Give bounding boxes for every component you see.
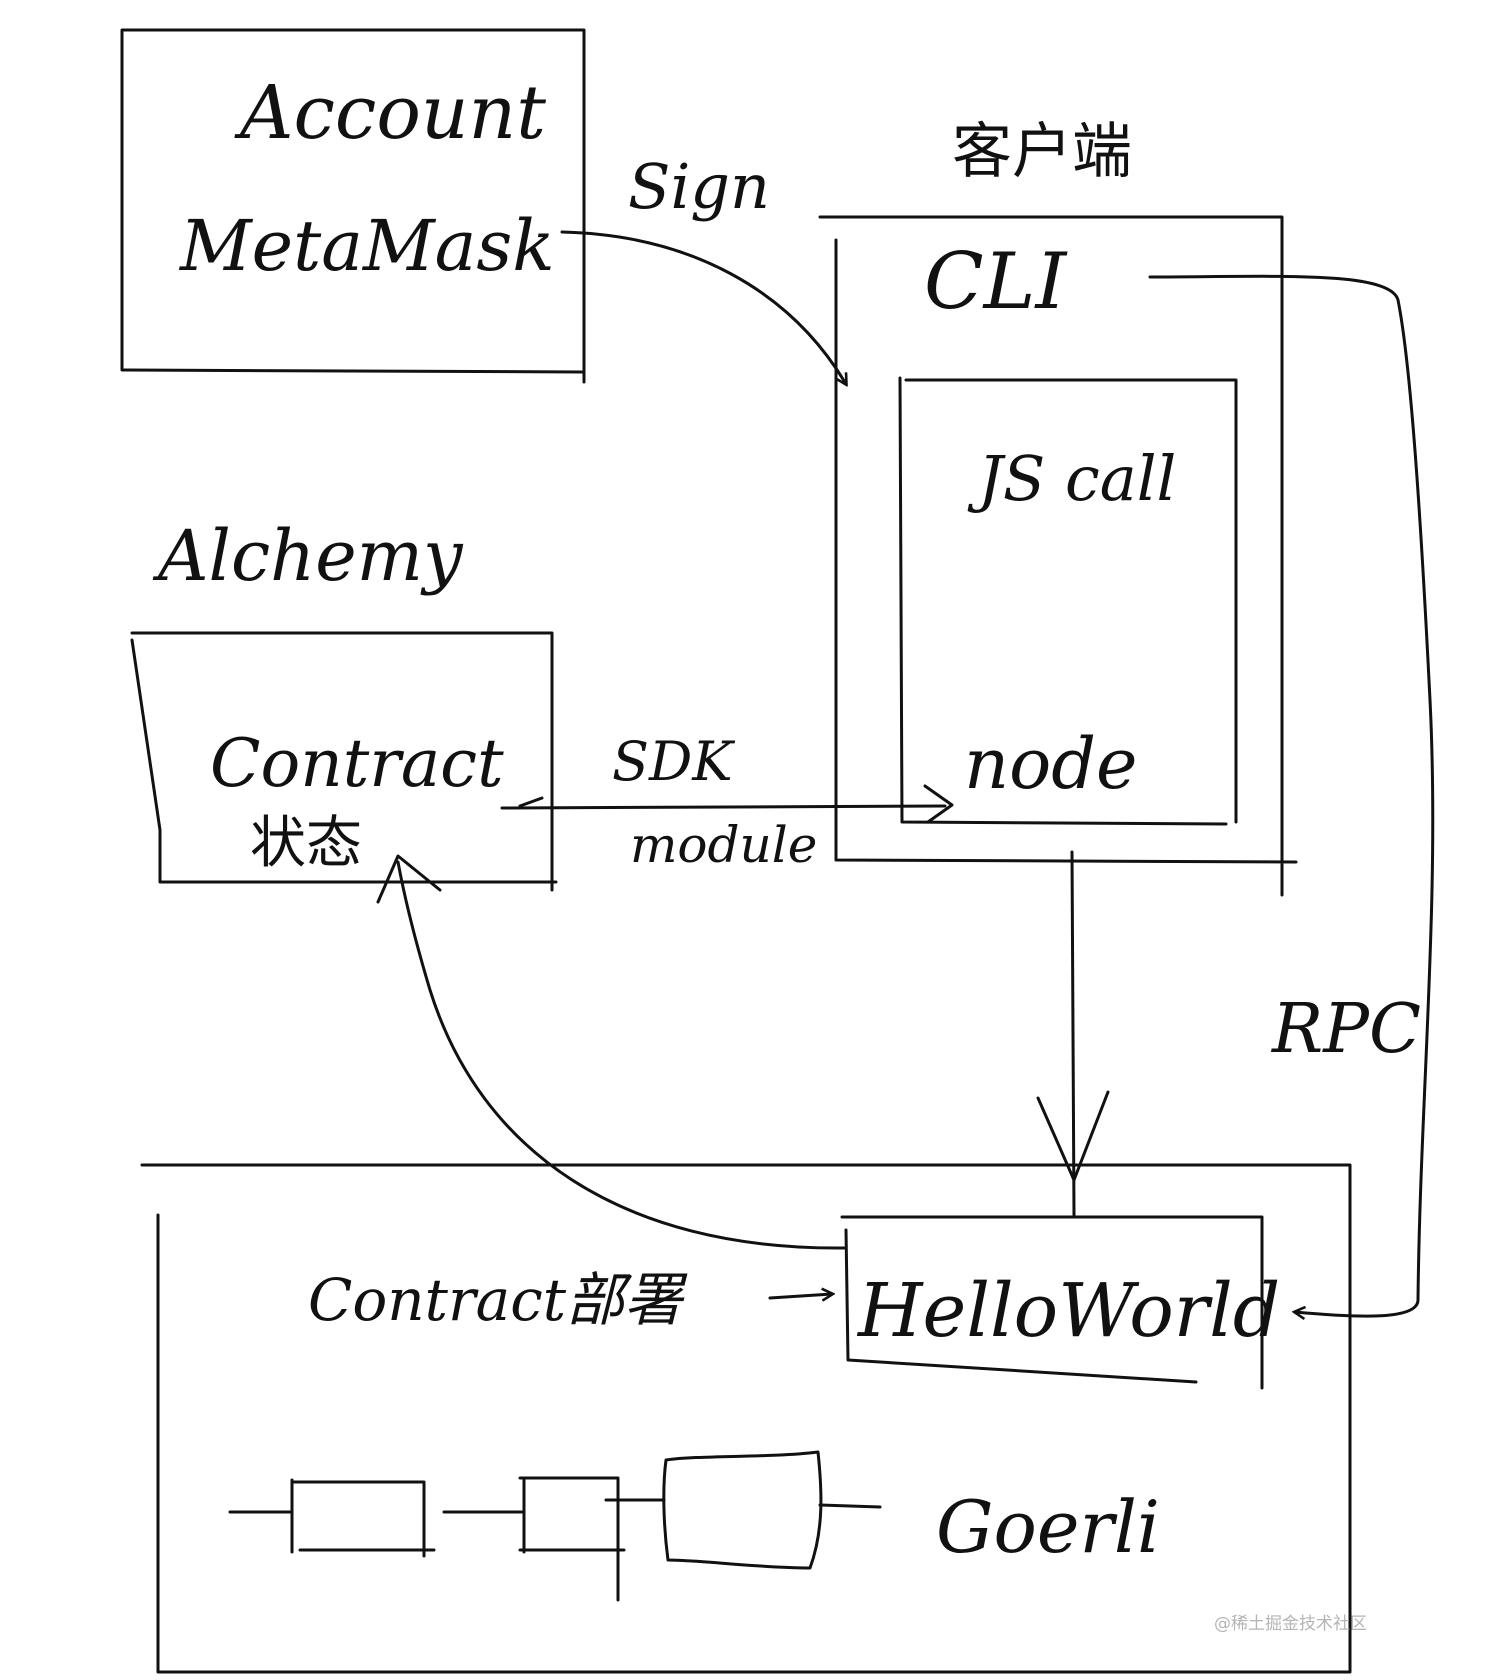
sdk-arrowhead: [923, 784, 954, 824]
alchemy-contract-box: [130, 631, 558, 892]
deploy-arrowhead: [1036, 1090, 1110, 1182]
contract-deploy-arrow: [768, 1294, 832, 1298]
chain-block-1: [290, 1478, 436, 1558]
deploy-arrow: [1070, 850, 1076, 1217]
chain-link-3: [818, 1503, 882, 1509]
label-metamask: MetaMask: [178, 205, 555, 287]
label-sign: Sign: [628, 150, 770, 223]
goerli-network-box: [140, 1163, 1352, 1674]
rpc-link: [1148, 274, 1435, 1316]
label-contract: Contract: [210, 725, 504, 802]
label-js-call: JS call: [967, 442, 1176, 515]
chain-block-2: [518, 1476, 626, 1602]
label-client: 客户端: [952, 117, 1132, 187]
state-read-arrow: [396, 860, 846, 1250]
chain-block-3: [662, 1450, 823, 1570]
watermark: @稀土掘金技术社区: [1214, 1614, 1367, 1634]
js-call-inner-box: [898, 376, 1238, 826]
label-module: module: [630, 816, 817, 874]
label-node: node: [964, 723, 1137, 805]
label-hello-world: HelloWorld: [856, 1268, 1280, 1354]
client-outer-box: [818, 215, 1298, 897]
label-cli: CLI: [924, 237, 1068, 327]
state-arrowhead: [376, 854, 442, 904]
sign-arrow: [560, 230, 846, 384]
label-contract-deploy: Contract部署: [308, 1266, 688, 1334]
label-account: Account: [234, 70, 546, 156]
label-goerli: Goerli: [936, 1485, 1160, 1569]
label-sdk: SDK: [612, 730, 735, 793]
hello-world-box: [840, 1215, 1264, 1390]
sdk-module-link: [500, 804, 947, 810]
sdk-left-tick: [518, 796, 544, 808]
label-rpc: RPC: [1270, 990, 1421, 1069]
account-metamask-box: [120, 28, 586, 384]
label-alchemy: Alchemy: [152, 515, 464, 597]
label-state: 状态: [250, 811, 362, 876]
